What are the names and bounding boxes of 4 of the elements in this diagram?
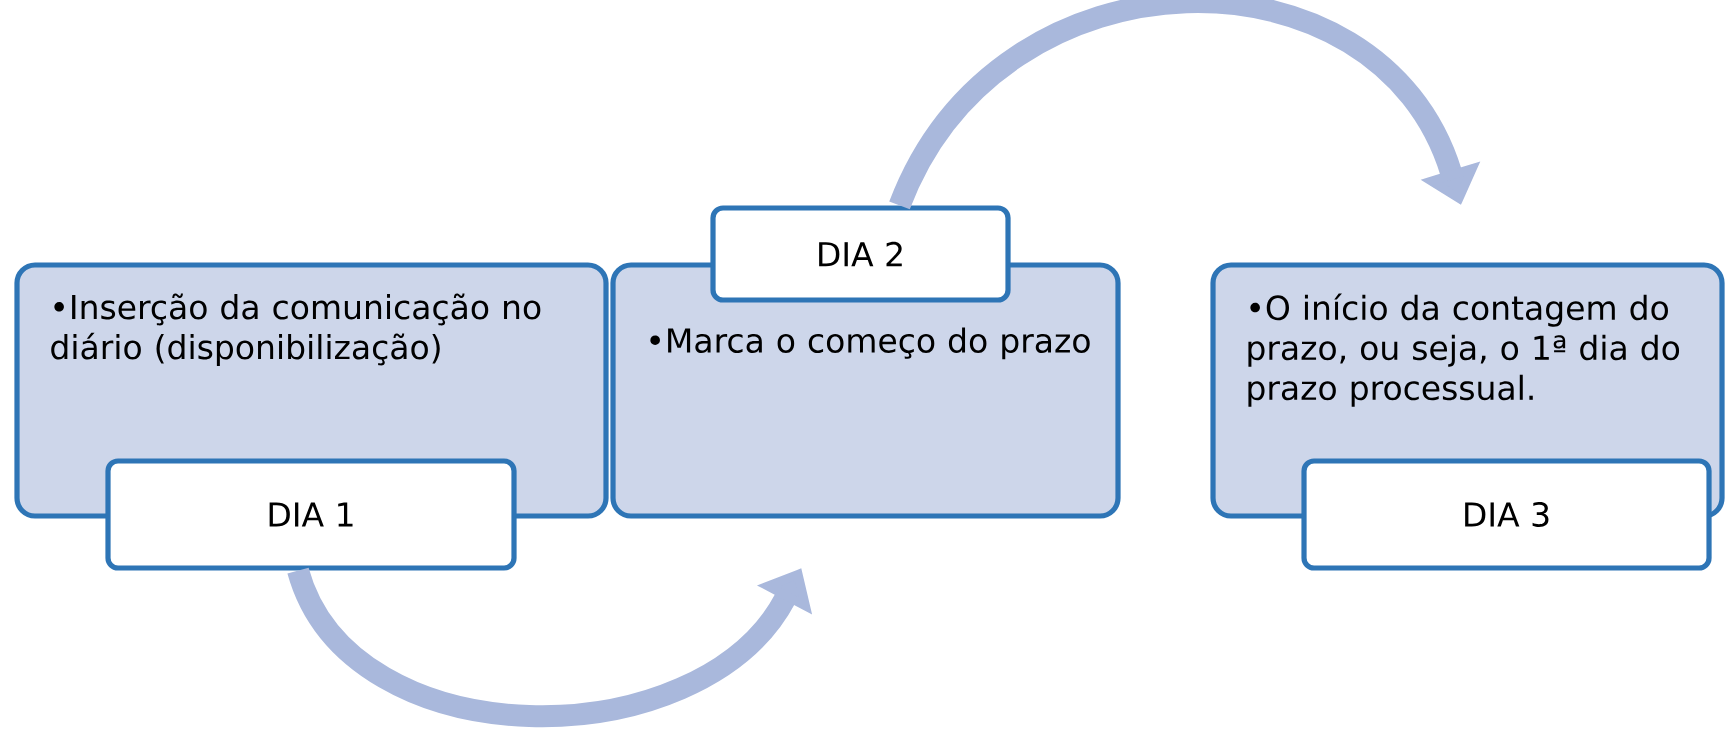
- curved-arrow: [889, 0, 1481, 211]
- day-label: DIA 2: [710, 205, 1011, 303]
- day-label: DIA 3: [1301, 458, 1712, 571]
- day-label: DIA 1: [105, 458, 517, 571]
